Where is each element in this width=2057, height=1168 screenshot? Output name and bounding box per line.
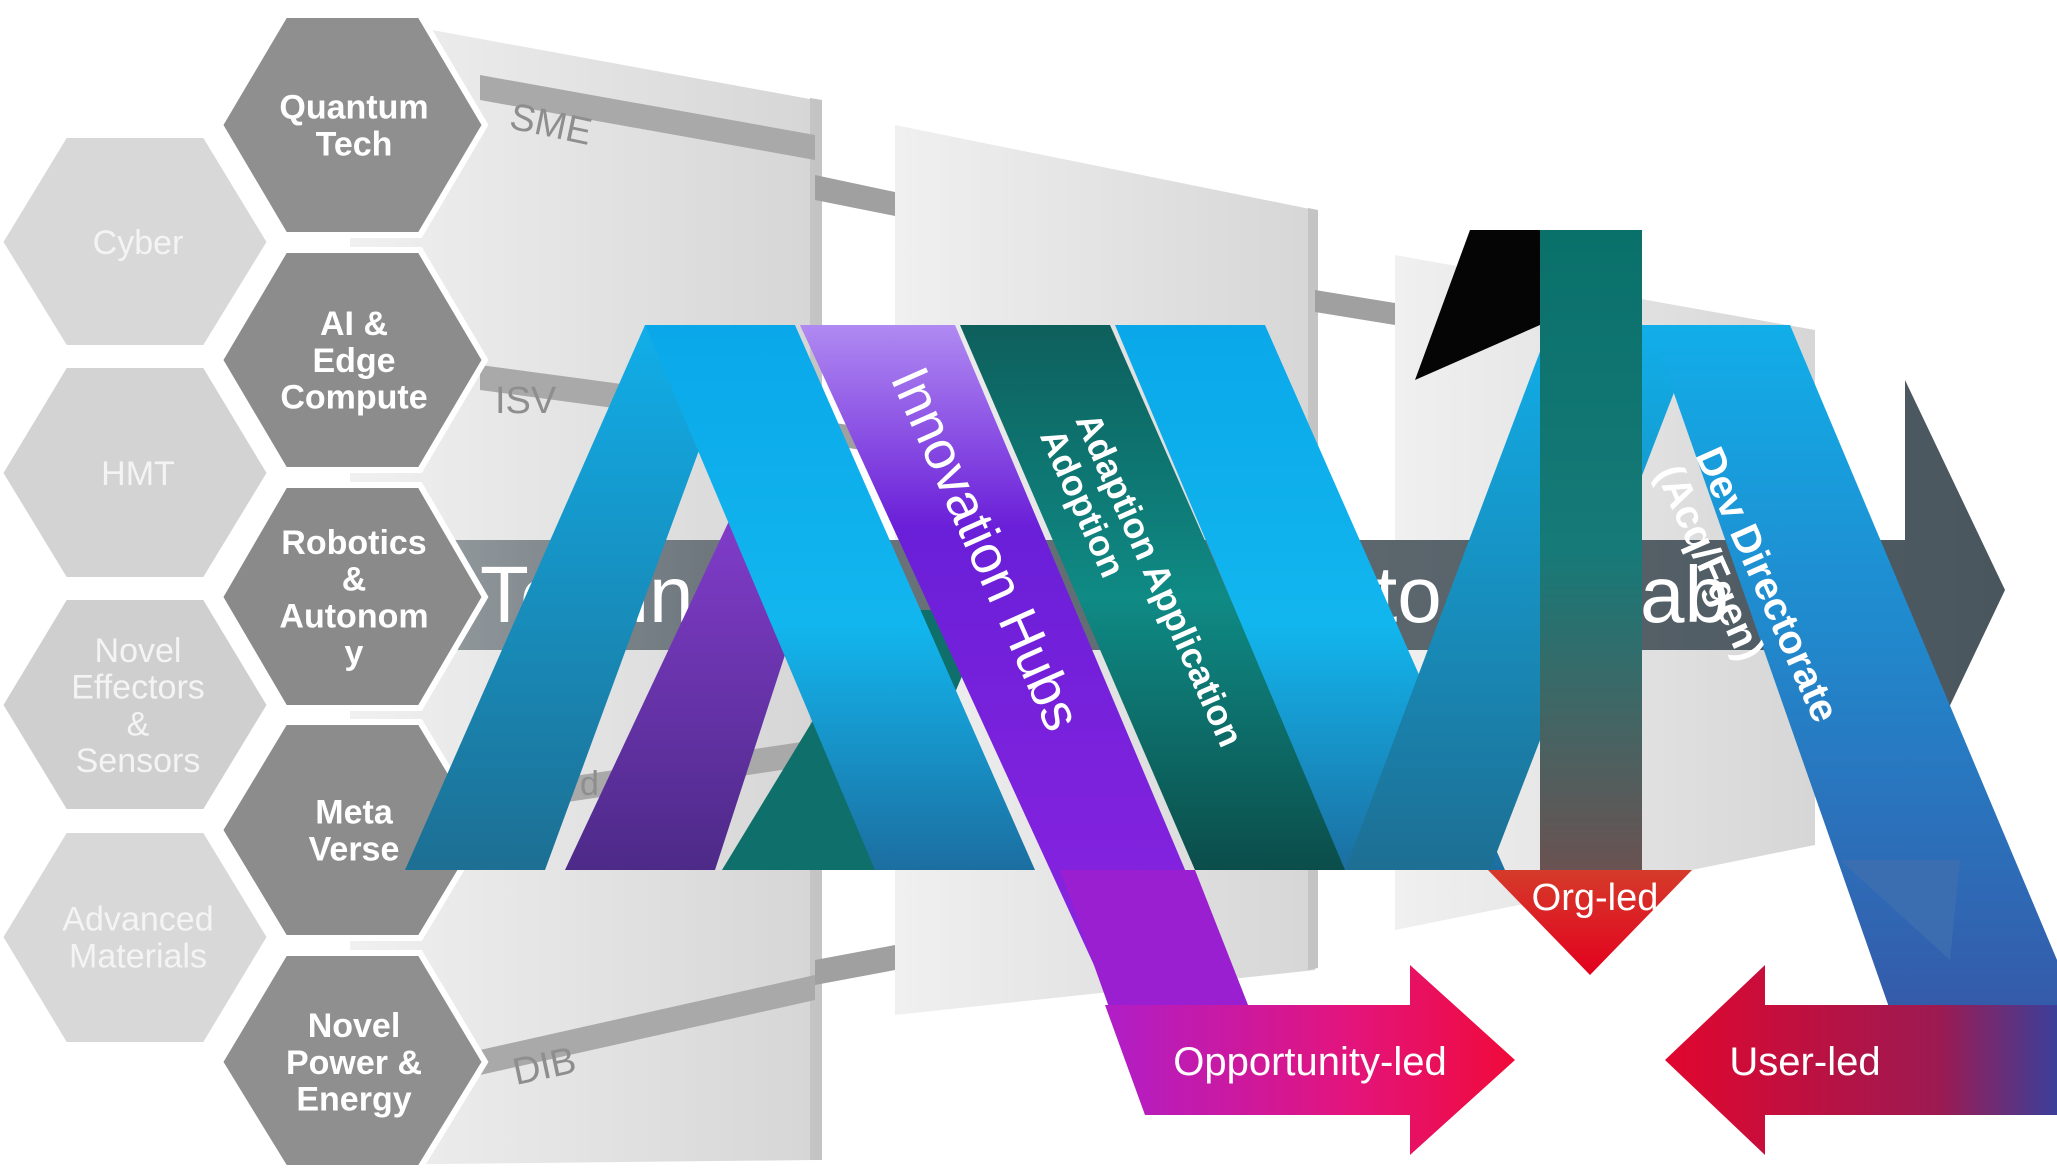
channel-label-isv: ISV — [495, 380, 557, 422]
dib-band-2 — [815, 945, 895, 985]
ribbon-a1-right-leg — [645, 325, 1035, 870]
ribbon-adaption — [960, 325, 1350, 870]
ribbon-a1-left-leg — [405, 325, 745, 870]
ribbon-dev-directorate — [1650, 325, 2057, 1110]
text-line: y — [345, 634, 364, 672]
text-line: Novel — [308, 1007, 401, 1045]
text-line: Advanced — [62, 901, 213, 939]
text-line: Robotics — [281, 524, 426, 562]
ribbon-innovation-hubs — [800, 325, 1240, 1000]
text-line: Autonom — [279, 597, 428, 635]
org-led-arrow: Org-led — [1488, 870, 1692, 975]
sme-band — [480, 75, 815, 160]
text-line: Power & — [286, 1044, 422, 1082]
opportunity-arrow-body — [1105, 965, 1515, 1155]
user-led-arrow: User-led — [1665, 965, 2057, 1155]
org-arrow-head — [1488, 870, 1692, 975]
channel-label-partial: d — [580, 765, 599, 803]
org-led-label: Org-led — [1532, 877, 1659, 919]
text-line: Effectors — [71, 669, 205, 707]
text-line: Cyber — [93, 224, 184, 262]
opportunity-led-label: Opportunity-led — [1173, 1040, 1446, 1084]
text-line: Sensors — [76, 742, 201, 780]
hexagon-label-hmt: HMT — [101, 455, 175, 493]
text-line: Materials — [69, 937, 207, 975]
text-line: Verse — [309, 830, 400, 868]
user-led-label: User-led — [1729, 1040, 1880, 1084]
text-line: Energy — [296, 1081, 411, 1119]
sme-band-3 — [1315, 290, 1395, 325]
ribbon-dev-arrowhead — [1840, 860, 1960, 960]
big-arrow-fragment-4: ab — [1640, 550, 1729, 639]
ribbon-black-cap — [1415, 230, 1540, 380]
hexagon-label-cyber: Cyber — [93, 224, 184, 262]
text-line: Quantum — [279, 89, 428, 127]
hexagon-cyber: Cyber — [0, 132, 274, 351]
sme-band-2 — [815, 175, 895, 216]
ribbon-org-stem — [1540, 230, 1642, 870]
hexagon-hmt: HMT — [0, 362, 274, 583]
dib-band — [480, 975, 815, 1075]
opportunity-led-arrow: Opportunity-led — [1060, 870, 1515, 1155]
text-line: HMT — [101, 455, 175, 493]
text-line: Edge — [312, 342, 395, 380]
text-line: & — [342, 561, 367, 599]
user-arrow-body — [1665, 965, 2057, 1155]
text-line: & — [127, 705, 150, 743]
text-line: Tech — [316, 125, 393, 163]
text-line: Novel — [95, 632, 182, 670]
opportunity-connector — [1060, 870, 1250, 1010]
text-line: AI & — [320, 305, 388, 343]
text-line: Compute — [280, 379, 427, 417]
text-line: Meta — [315, 794, 394, 832]
ribbon-group — [405, 230, 2057, 1110]
